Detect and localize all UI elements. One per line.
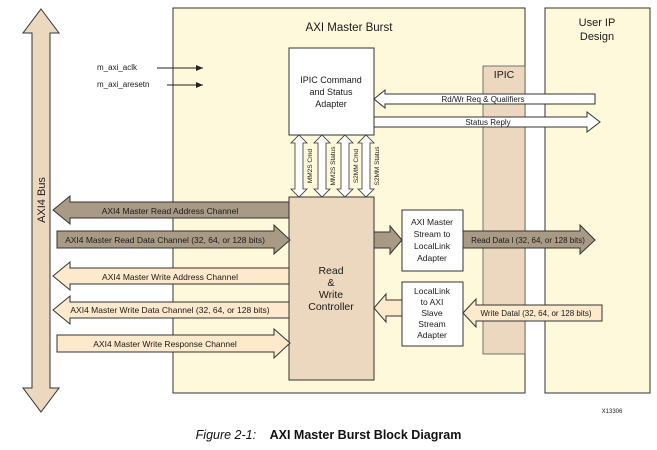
controller-to-stream-arrow	[373, 224, 403, 256]
write-address-channel-label: AXI4 Master Write Address Channel	[102, 272, 238, 282]
s2mm-cmd-label: S2MM Cmd	[353, 148, 360, 183]
locallink-to-stream-label: LocalLink	[414, 286, 451, 296]
read-data-channel-arrow	[56, 223, 291, 256]
write-data-in-arrow	[462, 297, 603, 329]
write-response-channel-arrow	[56, 327, 291, 360]
mm2s-cmd-label: MM2S Cmd	[307, 148, 314, 183]
read-data-out-arrow	[462, 223, 596, 256]
s2mm-status-label: S2MM Status	[374, 146, 381, 186]
user-ip-title: User IP	[579, 17, 616, 29]
read-address-channel-label: AXI4 Master Read Address Channel	[102, 206, 239, 216]
rdwr-req-label: Rd/Wr Req & Qualifiers	[442, 95, 525, 104]
mm2s-status-label: MM2S Status	[330, 146, 337, 186]
controller-label: Write	[319, 289, 343, 301]
write-data-in-label: Write Datal (32, 64, or 128 bits)	[480, 309, 591, 318]
locallink-to-stream-label: Slave	[421, 308, 443, 318]
figure-caption: Figure 2-1: AXI Master Burst Block Diagr…	[0, 428, 657, 442]
stream-to-locallink-label: Stream to	[414, 229, 451, 239]
figure-id: X13306	[602, 409, 623, 415]
write-data-channel-arrow	[52, 294, 290, 326]
reset-signal-label: m_axi_aresetn	[97, 80, 149, 89]
controller-label: &	[327, 277, 334, 289]
read-address-channel-arrow	[52, 194, 290, 226]
locallink-to-stream-adapter	[401, 281, 464, 347]
status-reply-arrow	[373, 110, 601, 134]
write-response-channel-label: AXI4 Master Write Response Channel	[93, 339, 237, 349]
status-reply-label: Status Reply	[465, 118, 510, 127]
clock-signal-label: m_axi_aclk	[97, 63, 138, 72]
stream-to-locallink-label: AXI Master	[411, 217, 453, 227]
read-data-out-label: Read Data l (32, 64, or 128 bits)	[471, 236, 585, 245]
ipic-adapter-label: IPIC Command	[300, 75, 362, 85]
stream-to-locallink-label: LocalLink	[414, 241, 451, 251]
rdwr-req-arrow	[373, 88, 596, 110]
ipic-command-status-adapter	[288, 47, 375, 136]
write-address-channel-arrow	[52, 260, 290, 292]
controller-label: Read	[318, 265, 343, 277]
ipic-label: IPIC	[494, 69, 515, 81]
stream-to-locallink-label: Adapter	[417, 253, 447, 263]
locallink-to-stream-label: to AXI	[421, 297, 444, 307]
write-data-channel-label: AXI4 Master Write Data Channel (32, 64, …	[70, 305, 269, 315]
figure-number: Figure 2-1:	[195, 428, 257, 442]
locallink-to-stream-label: Stream	[418, 319, 445, 329]
read-data-channel-label: AXI4 Master Read Data Channel (32, 64, o…	[65, 235, 265, 245]
read-write-controller	[288, 196, 375, 381]
axi4-bus-arrow	[22, 8, 60, 413]
user-ip-title: Design	[580, 31, 614, 43]
user-ip-panel	[544, 7, 651, 394]
ipic-adapter-label: Adapter	[315, 99, 347, 109]
axi-master-burst-title: AXI Master Burst	[306, 22, 394, 34]
locallink-to-stream-label: Adapter	[417, 330, 447, 340]
controller-label: Controller	[308, 301, 354, 313]
ipic-adapter-label: and Status	[309, 87, 353, 97]
axi4-bus-label: AXI4 Bus	[36, 177, 48, 223]
figure-title: AXI Master Burst Block Diagram	[269, 428, 462, 442]
